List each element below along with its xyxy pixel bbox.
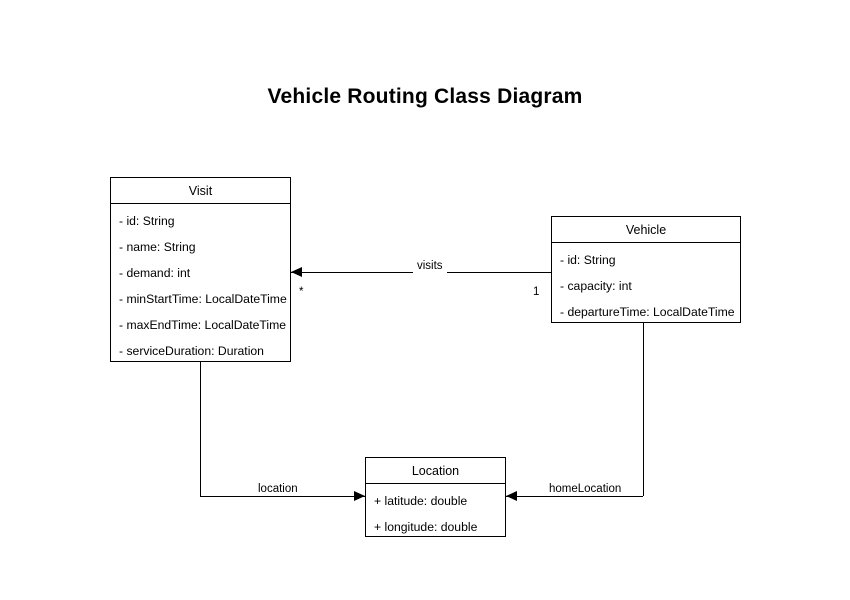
class-attribute: - name: String: [119, 240, 196, 254]
arrowhead-visits-icon: [291, 267, 302, 277]
class-attribute: + latitude: double: [374, 494, 468, 508]
edge-label-homelocation: homeLocation: [545, 482, 626, 496]
multiplicity-visits-source: 1: [533, 286, 540, 298]
class-attribute: - minStartTime: LocalDateTime: [119, 292, 287, 306]
class-name-location: Location: [366, 458, 505, 484]
multiplicity-visits-target: *: [299, 286, 304, 298]
edge-homelocation-line-horizontal: [506, 495, 643, 497]
class-attribute: - id: String: [119, 214, 175, 228]
class-attribute: - capacity: int: [560, 279, 632, 293]
edge-label-location: location: [254, 482, 302, 496]
class-attributes-visit: - id: String - name: String - demand: in…: [111, 204, 290, 368]
class-attribute: - maxEndTime: LocalDateTime: [119, 318, 287, 332]
class-name-visit: Visit: [111, 178, 290, 204]
class-attributes-vehicle: - id: String - capacity: int - departure…: [552, 243, 740, 329]
edge-location-line-vertical: [199, 361, 201, 496]
edge-location-line-horizontal: [199, 495, 366, 497]
class-attribute: - departureTime: LocalDateTime: [560, 305, 735, 319]
class-attribute: + longitude: double: [374, 520, 478, 534]
class-name-vehicle: Vehicle: [552, 217, 740, 243]
edge-label-visits: visits: [413, 259, 447, 273]
class-attribute: - id: String: [560, 253, 616, 267]
arrowhead-location-icon: [354, 491, 365, 501]
class-attribute: - serviceDuration: Duration: [119, 344, 264, 358]
page-title: Vehicle Routing Class Diagram: [267, 85, 583, 108]
class-attribute: - demand: int: [119, 266, 191, 280]
class-box-vehicle[interactable]: Vehicle - id: String - capacity: int - d…: [551, 216, 741, 323]
class-box-location[interactable]: Location + latitude: double + longitude:…: [365, 457, 506, 537]
class-attributes-location: + latitude: double + longitude: double: [366, 484, 505, 544]
class-box-visit[interactable]: Visit - id: String - name: String - dema…: [110, 177, 291, 362]
arrowhead-homelocation-icon: [506, 491, 517, 501]
edge-homelocation-line-vertical: [642, 322, 644, 496]
